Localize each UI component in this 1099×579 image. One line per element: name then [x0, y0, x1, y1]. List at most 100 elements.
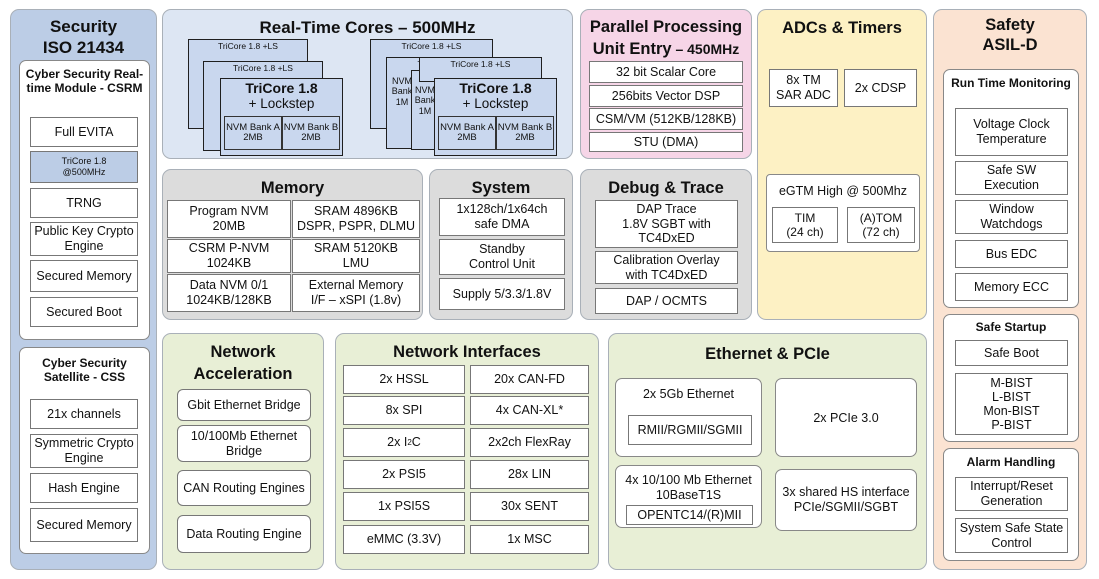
- ppu-vector: 256bits Vector DSP: [589, 85, 743, 107]
- startup-safe-boot: Safe Boot: [955, 340, 1068, 366]
- debug-panel: Debug & Trace DAP Trace 1.8V SGBT with T…: [580, 169, 752, 320]
- core-front-right: TriCore 1.8 + Lockstep NVM Bank A 2MB NV…: [434, 78, 557, 156]
- core-front-right-title: TriCore 1.8: [459, 80, 532, 96]
- mem-csrm-pnvm: CSRM P-NVM 1024KB: [167, 239, 291, 273]
- security-subtitle: ISO 21434: [42, 38, 125, 57]
- ppu-csm: CSM/VM (512KB/128KB): [589, 108, 743, 130]
- nif-spi: 8x SPI: [343, 396, 465, 425]
- core-back-1-label: TriCore 1.8 +LS: [218, 41, 278, 51]
- mem-external-l2: I/F – xSPI (1.8v): [310, 293, 402, 307]
- net-if-title: Network Interfaces: [393, 343, 541, 361]
- debug-title: Debug & Trace: [608, 179, 724, 197]
- mem-sram-5120-l1: SRAM 5120KB: [313, 241, 399, 256]
- eth-100m-line1: 4x 10/100 Mb Ethernet: [625, 473, 752, 487]
- adc-tm-line2: SAR ADC: [776, 88, 831, 102]
- net-accel-panel: Network Acceleration Gbit Ethernet Bridg…: [162, 333, 324, 570]
- system-title: System: [471, 179, 531, 197]
- css-channels: 21x channels: [30, 399, 138, 429]
- mem-external: External Memory I/F – xSPI (1.8v): [292, 274, 420, 312]
- rtm-safe-sw: Safe SW Execution: [955, 161, 1068, 195]
- partial-nvm: NVM: [392, 76, 412, 86]
- rt-cores-title: Real-Time Cores – 500MHz: [259, 18, 476, 37]
- nif-emmc: eMMC (3.3V): [343, 525, 465, 554]
- memory-panel: Memory Program NVM 20MB SRAM 4896KB DSPR…: [162, 169, 423, 320]
- css-title: Cyber Security Satellite - CSS: [42, 356, 127, 385]
- eth-5g-group: 2x 5Gb Ethernet RMII/RGMII/SGMII: [615, 378, 762, 457]
- debug-dap-trace: DAP Trace 1.8V SGBT with TC4DxED: [595, 200, 738, 248]
- eth-hs: 3x shared HS interface PCIe/SGMII/SGBT: [775, 469, 917, 531]
- eth-pcie-label: 2x PCIe 3.0: [813, 410, 879, 425]
- core-back-2-label: TriCore 1.8 +LS: [233, 63, 293, 73]
- core-front-left: TriCore 1.8 + Lockstep NVM Bank A 2MB NV…: [220, 78, 343, 156]
- egtm-title: eGTM High @ 500Mhz: [778, 184, 907, 198]
- rtm-group: Run Time Monitoring Voltage Clock Temper…: [943, 69, 1079, 308]
- alarm-group: Alarm Handling Interrupt/Reset Generatio…: [943, 448, 1079, 561]
- debug-calibration-l1: Calibration Overlay: [613, 252, 720, 267]
- system-dma-l2: safe DMA: [474, 217, 530, 231]
- bist-m: M-BIST: [990, 376, 1033, 390]
- core-back-4-partial: NVM Bank 1M: [390, 76, 414, 107]
- mem-external-l1: External Memory: [308, 278, 404, 293]
- security-panel: Security ISO 21434 Cyber Security Real-t…: [10, 9, 157, 570]
- csrm-secured-memory: Secured Memory: [30, 260, 138, 292]
- na-can-routing: CAN Routing Engines: [177, 470, 311, 506]
- ppu-title-line2-b: – 450MHz: [671, 41, 740, 57]
- alarm-interrupt: Interrupt/Reset Generation: [955, 477, 1068, 511]
- eth-100m-sub: OPENTC14/(R)MII: [626, 505, 753, 525]
- nif-i2c-suffix: C: [411, 435, 421, 450]
- mem-csrm-pnvm-l2: 1024KB: [206, 256, 252, 270]
- mem-data-nvm: Data NVM 0/1 1024KB/128KB: [167, 274, 291, 312]
- mem-sram-4896-l1: SRAM 4896KB: [313, 204, 399, 219]
- csrm-tricore: TriCore 1.8 @500MHz: [30, 151, 138, 183]
- egtm-group: eGTM High @ 500Mhz TIM (24 ch) (A)TOM (7…: [766, 174, 920, 252]
- mem-csrm-pnvm-l1: CSRM P-NVM: [188, 241, 270, 256]
- safety-panel: Safety ASIL-D Run Time Monitoring Voltag…: [933, 9, 1087, 570]
- alarm-safe-state: System Safe State Control: [955, 518, 1068, 553]
- ppu-scalar: 32 bit Scalar Core: [589, 61, 743, 83]
- ppu-stu: STU (DMA): [589, 132, 743, 152]
- csrm-public-key: Public Key Crypto Engine: [30, 222, 138, 256]
- rtm-voltage: Voltage Clock Temperature: [955, 108, 1068, 156]
- adc-panel: ADCs & Timers 8x TM SAR ADC 2x CDSP eGTM…: [757, 9, 927, 320]
- bist-p: P-BIST: [991, 418, 1032, 432]
- startup-group: Safe Startup Safe Boot M-BIST L-BIST Mon…: [943, 314, 1079, 442]
- ppu-panel: Parallel Processing Unit Entry – 450MHz …: [580, 9, 752, 159]
- core-front-left-nvm-a: NVM Bank A 2MB: [224, 116, 282, 150]
- mem-sram-5120-l2: LMU: [342, 256, 370, 270]
- mid-partial-1m: 1M: [418, 105, 432, 116]
- mem-sram-4896: SRAM 4896KB DSPR, PSPR, DLMU: [292, 200, 420, 238]
- system-dma-l1: 1x128ch/1x64ch: [456, 202, 548, 217]
- nif-can-fd: 20x CAN-FD: [470, 365, 589, 394]
- net-accel-title-line1: Network: [210, 343, 276, 361]
- csrm-trng: TRNG: [30, 188, 138, 218]
- rtm-bus-edc: Bus EDC: [955, 240, 1068, 268]
- adc-tm-line1: 8x TM: [786, 73, 821, 88]
- nif-can-xl: 4x CAN-XL*: [470, 396, 589, 425]
- nif-psi5: 2x PSI5: [343, 460, 465, 489]
- mem-data-nvm-l2: 1024KB/128KB: [186, 293, 272, 307]
- core-mid-partial: NVM Bank 1M: [414, 85, 436, 116]
- mem-sram-4896-l2: DSPR, PSPR, DLMU: [296, 219, 416, 233]
- na-data-routing: Data Routing Engine: [177, 515, 311, 553]
- csrm-group: Cyber Security Real-time Module - CSRM F…: [19, 60, 150, 340]
- nif-psi5s: 1x PSI5S: [343, 492, 465, 521]
- csrm-full-evita: Full EVITA: [30, 117, 138, 147]
- core-front-left-nvm-b: NVM Bank B 2MB: [282, 116, 340, 150]
- eth-title: Ethernet & PCIe: [705, 345, 830, 363]
- core-back-3-label: TriCore 1.8 +LS: [401, 41, 462, 51]
- eth-5g-sub: RMII/RGMII/SGMII: [628, 415, 752, 445]
- adc-title: ADCs & Timers: [782, 19, 902, 37]
- nif-flexray: 2x2ch FlexRay: [470, 428, 589, 457]
- csrm-tricore-label: TriCore 1.8 @500MHz: [61, 156, 107, 177]
- debug-dap-trace-l3: TC4DxED: [638, 231, 695, 246]
- css-hash: Hash Engine: [30, 473, 138, 503]
- debug-calibration-l2: with TC4DxED: [625, 267, 708, 282]
- core-front-left-title: TriCore 1.8: [245, 80, 318, 96]
- memory-title: Memory: [260, 179, 325, 197]
- alarm-title: Alarm Handling: [966, 455, 1056, 469]
- nif-lin: 28x LIN: [470, 460, 589, 489]
- ppu-title-line1: Parallel Processing: [589, 18, 743, 36]
- mid-partial-nvm: NVM: [415, 85, 435, 95]
- eth-5g-title: 2x 5Gb Ethernet: [642, 387, 735, 401]
